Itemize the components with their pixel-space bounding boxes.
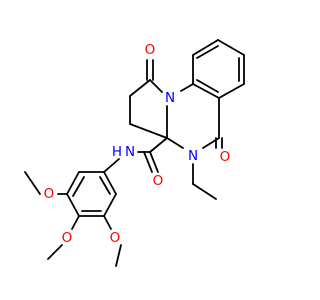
bond — [103, 193, 117, 217]
methoxy-oxygen-left-label: O — [44, 186, 55, 202]
amide-hydrogen-label: H — [112, 144, 122, 160]
bond — [47, 244, 63, 260]
bond — [166, 137, 184, 149]
lactam-oxygen-label: O — [220, 149, 231, 165]
bond — [99, 176, 111, 195]
bond — [196, 45, 219, 59]
ethyl-nitrogen-label: N — [188, 148, 198, 164]
bond — [103, 158, 120, 173]
amide-oxygen-label: O — [153, 173, 164, 189]
molecule-canvas: O N O N N H O O O O — [0, 0, 300, 300]
bond — [66, 193, 80, 217]
bond — [217, 39, 245, 56]
bond — [192, 83, 220, 99]
ketone-oxygen-label: O — [145, 42, 156, 58]
bond — [24, 171, 41, 195]
bond — [103, 215, 112, 230]
bond — [115, 244, 122, 267]
bond — [71, 215, 80, 230]
methoxy-oxygen-middle-label: O — [62, 230, 73, 246]
bond — [149, 79, 163, 93]
molecule-diagram: O N O N N H O O O O — [0, 0, 300, 300]
methoxy-oxygen-right-label: O — [110, 230, 121, 246]
bond — [196, 79, 219, 93]
bond — [129, 79, 151, 97]
bond — [218, 83, 245, 99]
bond — [192, 39, 219, 56]
bond — [66, 171, 80, 195]
bond — [72, 176, 85, 197]
bond — [143, 151, 153, 173]
amide-nitrogen-label: N — [125, 144, 135, 160]
bond — [149, 137, 168, 153]
bond — [103, 171, 117, 195]
bond — [149, 151, 159, 173]
bonds — [24, 39, 245, 267]
bridgehead-nitrogen-label: N — [165, 90, 175, 106]
bond — [129, 123, 168, 139]
bond — [180, 83, 194, 92]
background — [0, 0, 300, 300]
atom-labels: O N O N N H O O O O — [44, 42, 231, 246]
bond — [192, 183, 217, 200]
